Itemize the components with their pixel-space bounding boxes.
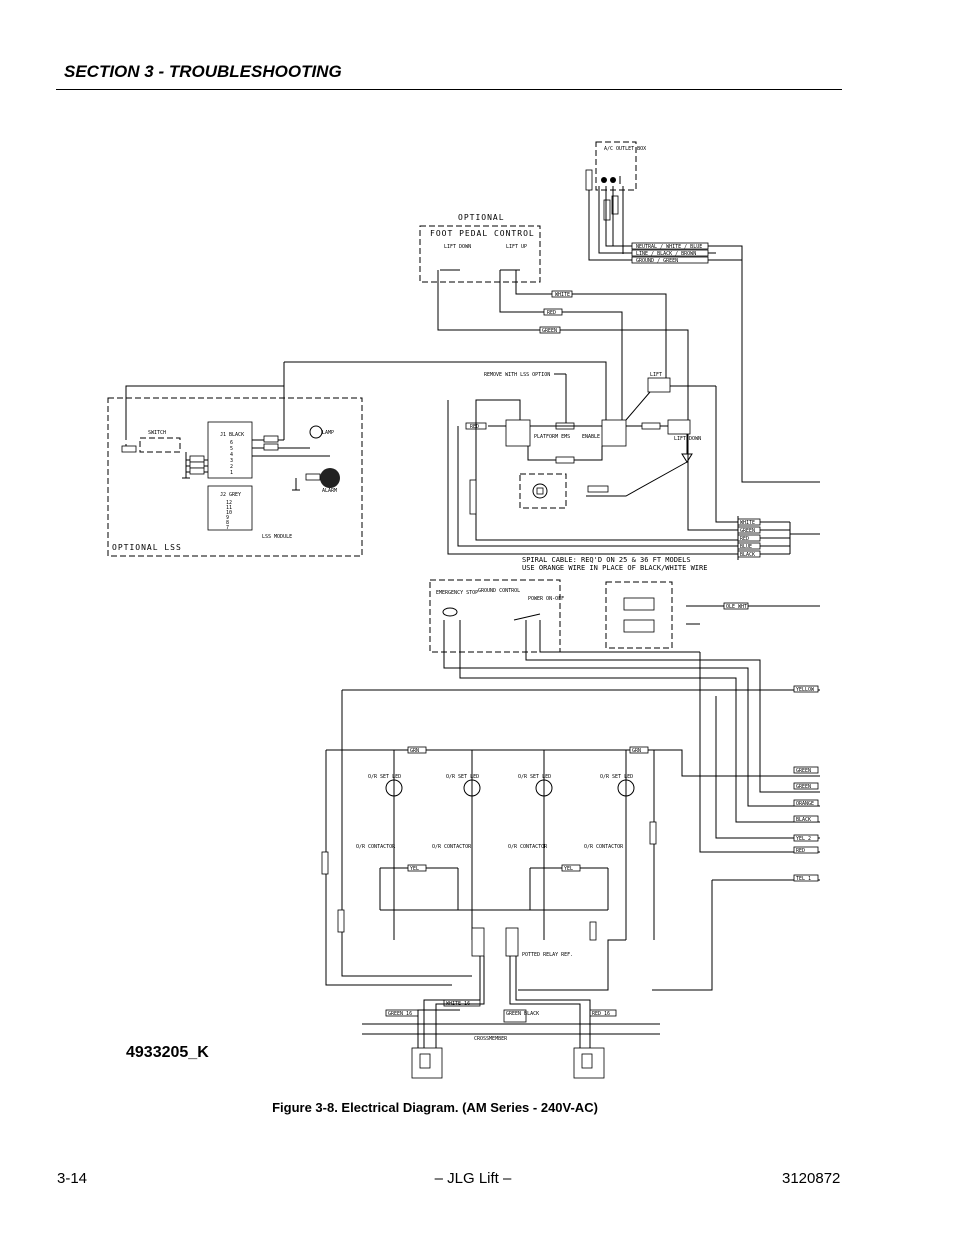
green-r-1: GREEN: [796, 768, 811, 774]
overload-relay-section: GRN GRN O/R SET LED O/R SET LED O/R SET …: [321, 652, 820, 1079]
lift-down-label: LIFT DOWN: [444, 244, 471, 250]
right-wire-label: WHITE: [740, 520, 755, 526]
lss-module-label: LSS MODULE: [262, 534, 292, 540]
section-header: SECTION 3 - TROUBLESHOOTING: [64, 62, 342, 81]
or-contactor-2: O/R CONTACTOR: [432, 844, 472, 850]
right-wire-label: BLACK: [740, 552, 755, 558]
red16-label: RED 16: [592, 1011, 610, 1017]
ole-wht-label: OLE WHT: [726, 604, 747, 610]
neutral-label: NEUTRAL / WHITE / BLUE: [636, 244, 702, 250]
page-number: 3-14: [57, 1170, 88, 1187]
optional-lss: OPTIONAL LSS SWITCH J1 BLACK J2 GREY LSS…: [107, 361, 607, 557]
ac-outlet-label: A/C OUTLET BOX: [604, 146, 646, 152]
white-tag: WHITE: [555, 292, 570, 298]
j1-pin-label: 4: [230, 452, 233, 458]
yel-tag-2: YEL: [564, 866, 573, 872]
optional-label: OPTIONAL: [458, 213, 505, 222]
right-wire-label: RED: [740, 536, 749, 542]
j1-pin-label: 1: [230, 470, 233, 476]
figure-caption-text: Figure 3-8. Electrical Diagram. (AM Seri…: [272, 1100, 598, 1115]
yellow-label: YELLOW: [796, 687, 815, 693]
foot-pedal-label: FOOT PEDAL CONTROL: [430, 229, 535, 238]
j2-pin-label: 11: [226, 505, 232, 511]
lift-up-label: LIFT UP: [506, 244, 527, 250]
emergency-stop-label: EMERGENCY STOP: [436, 590, 478, 596]
yel-tag-1: YEL: [410, 866, 419, 872]
green-tag: GREEN: [542, 328, 557, 334]
green16-label: GREEN 16: [388, 1011, 412, 1017]
j1-label: J1 BLACK: [220, 432, 244, 438]
switch-label: SWITCH: [148, 430, 166, 436]
footer-center-text: – JLG Lift –: [434, 1170, 512, 1187]
spiral-note-1: SPIRAL CABLE: REQ'D ON 25 & 36 FT MODELS: [522, 556, 691, 564]
j1-pin-label: 5: [230, 446, 233, 452]
grn-tag-1: GRN: [410, 748, 419, 754]
or-contactor-4: O/R CONTACTOR: [584, 844, 624, 850]
lift-label: LIFT: [650, 372, 662, 378]
lamp-label: LAMP: [322, 430, 334, 436]
header-rule: [56, 89, 842, 90]
line-label: LINE / BLACK / BROWN: [636, 251, 696, 257]
yel2-label: YEL 2: [796, 836, 811, 842]
figure-caption: Figure 3-8. Electrical Diagram. (AM Seri…: [0, 1100, 954, 1115]
ground-control-label: GROUND CONTROL: [478, 588, 520, 594]
tel1-label: TEL 1: [796, 876, 811, 882]
or-contactor-1: O/R CONTACTOR: [356, 844, 396, 850]
red-tag-2: RED: [470, 424, 479, 430]
crossmember-label: CROSSMEMBER: [474, 1036, 508, 1042]
orange-label: ORANGE: [796, 801, 814, 807]
red-r-label: RED: [796, 848, 805, 854]
j2-pin-label: 10: [226, 510, 232, 516]
ground-label: GROUND / GREEN: [636, 258, 678, 264]
platform-relays: REMOVE WITH LSS OPTION PLATFORM EMS ENAB…: [447, 372, 820, 572]
green-black-label: GREEN BLACK: [506, 1011, 539, 1017]
ac-outlet-box: A/C OUTLET BOX NEUTRAL / WHITE / BLUE LI…: [585, 141, 820, 483]
j2-pin-label: 12: [226, 500, 232, 506]
black-label: BLACK: [796, 817, 811, 823]
or-contactor-3: O/R CONTACTOR: [508, 844, 548, 850]
j1-pin-label: 3: [230, 458, 233, 464]
grn-tag-2: GRN: [632, 748, 641, 754]
or-led-2: O/R SET LED: [446, 774, 479, 780]
right-wire-label: GREEN: [740, 528, 755, 534]
j2-pin-label: 9: [226, 515, 229, 521]
red-tag: RED: [547, 310, 556, 316]
j1-pin-label: 6: [230, 440, 233, 446]
footer-center: – JLG Lift –: [0, 1170, 954, 1187]
foot-pedal-control: OPTIONAL FOOT PEDAL CONTROL LIFT DOWN LI…: [419, 213, 689, 424]
j2-pin-label: 8: [226, 520, 229, 526]
or-led-3: O/R SET LED: [518, 774, 551, 780]
remove-lss-label: REMOVE WITH LSS OPTION: [484, 372, 550, 378]
right-wire-label: BLUE: [740, 544, 752, 550]
optional-lss-label: OPTIONAL LSS: [112, 543, 182, 552]
power-label: POWER ON-OFF: [528, 596, 564, 602]
drawing-number: 4933205_K: [126, 1044, 209, 1061]
j1-pin-label: 2: [230, 464, 233, 470]
document-number: 3120872: [782, 1170, 841, 1187]
enable-label: ENABLE: [582, 434, 600, 440]
potted-relay-label: POTTED RELAY REF.: [522, 952, 573, 958]
green-r-2: GREEN: [796, 784, 811, 790]
j2-label: J2 GREY: [220, 492, 241, 498]
j2-pin-label: 7: [226, 525, 229, 531]
or-led-1: O/R SET LED: [368, 774, 401, 780]
platform-ems-label: PLATFORM EMS: [534, 434, 570, 440]
spiral-note-2: USE ORANGE WIRE IN PLACE OF BLACK/WHITE …: [522, 564, 707, 572]
alarm-label: ALARM: [322, 488, 337, 494]
ground-control: GROUND CONTROL EMERGENCY STOP POWER ON-O…: [342, 579, 820, 823]
or-led-4: O/R SET LED: [600, 774, 633, 780]
